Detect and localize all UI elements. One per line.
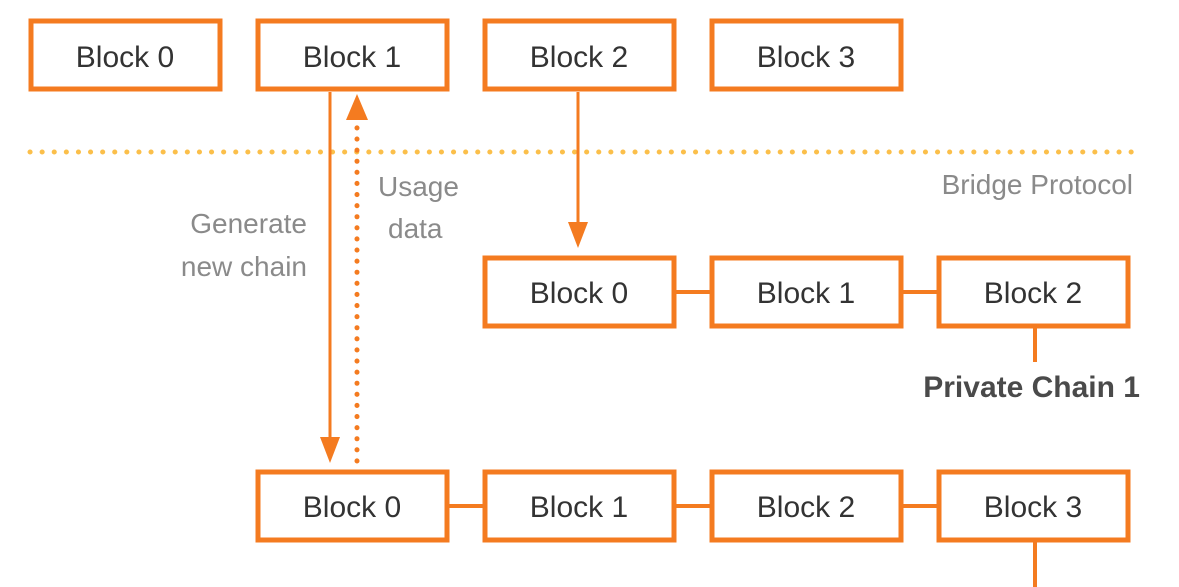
private-chain-1-block-0: Block 0 (482, 255, 677, 329)
private-chain-2-block-2: Block 2 (709, 469, 904, 543)
private-chain-2-block-3-label: Block 3 (984, 491, 1082, 524)
main-chain-block-3: Block 3 (709, 18, 904, 92)
main-chain-block-2-label: Block 2 (530, 41, 628, 74)
private-chain-2-block-0: Block 0 (255, 469, 450, 543)
arrowhead-down-icon (568, 222, 588, 248)
generate-new-chain-label-line2: new chain (181, 251, 307, 282)
main-chain-block-0-label: Block 0 (76, 41, 174, 74)
private-chain-2-block-1: Block 1 (482, 469, 677, 543)
private-chain-2: Block 0 Block 1 Block 2 Block 3 (255, 469, 1131, 587)
main-chain-block-2: Block 2 (482, 18, 677, 92)
private-chain-1-label: Private Chain 1 (923, 371, 1140, 404)
private-chain-1-block-0-label: Block 0 (530, 277, 628, 310)
private-chain-2-block-1-label: Block 1 (530, 491, 628, 524)
bridge-protocol-label: Bridge Protocol (942, 169, 1133, 200)
private-chain-1-block-1-label: Block 1 (757, 277, 855, 310)
private-chain-2-block-0-label: Block 0 (303, 491, 401, 524)
private-chain-1-block-2-label: Block 2 (984, 277, 1082, 310)
private-chain-2-block-3: Block 3 (936, 469, 1131, 543)
arrowhead-down-icon (320, 437, 340, 463)
main-chain-block-3-label: Block 3 (757, 41, 855, 74)
main-chain: Block 0 Block 1 Block 2 Block 3 (28, 18, 904, 92)
generate-new-chain-label-line1: Generate (190, 208, 307, 239)
private-chain-1: Block 0 Block 1 Block 2 Private Chain 1 (482, 255, 1140, 404)
private-chain-1-block-1: Block 1 (709, 255, 904, 329)
arrow-usage-data (346, 94, 368, 464)
main-chain-block-1-label: Block 1 (303, 41, 401, 74)
usage-data-label-line2: data (388, 213, 443, 244)
main-chain-block-1: Block 1 (255, 18, 450, 92)
private-chain-2-block-2-label: Block 2 (757, 491, 855, 524)
private-chain-1-block-2: Block 2 (936, 255, 1131, 329)
arrowhead-up-icon (346, 94, 368, 120)
main-chain-block-0: Block 0 (28, 18, 223, 92)
usage-data-label-line1: Usage (378, 171, 459, 202)
arrow-to-private-chain-1 (568, 92, 588, 248)
arrow-generate-new-chain (320, 92, 340, 463)
